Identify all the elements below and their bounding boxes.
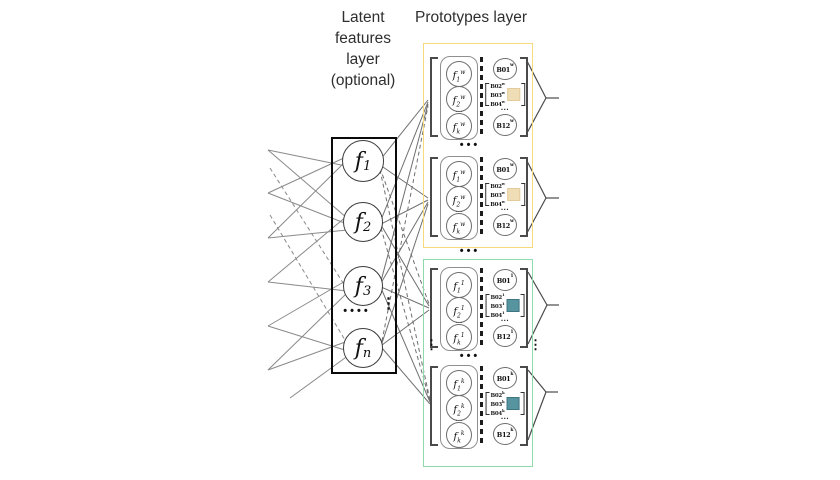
feature-nodes-panel: f1w f2w … fkw [440, 156, 478, 240]
between-boxes-dots: ••• [459, 245, 481, 257]
prototype-node: B01w [493, 58, 517, 80]
prototype-stack-row: B02k B03k B04k [485, 390, 525, 417]
feature-node: f11 [441, 272, 477, 298]
mini-left-bracket [485, 82, 490, 106]
mini-right-bracket [520, 82, 525, 106]
prototype-panel: B01w B02w B03w B04w ... B12w [485, 155, 525, 239]
feature-node: fkw [441, 113, 477, 139]
right-bracket [520, 57, 528, 137]
feature-node: f1w [441, 61, 477, 87]
feature-ellipsis: … [455, 205, 463, 214]
feature-node: fk1 [441, 324, 477, 350]
prototype-node: B12w [493, 214, 517, 236]
prototype-stack: B02w B03w B04w [490, 81, 505, 108]
prototype-stack: B021 B031 B041 [490, 292, 505, 319]
prototype-panel: B011 B021 B031 B041 ... B121 [485, 266, 525, 350]
mini-right-bracket [520, 293, 525, 317]
prototype-stack-row: B02w B03w B04w [485, 81, 525, 107]
prototype-ellipsis: ... [500, 203, 510, 212]
latent-layer-heading: Latent features layer (optional) [330, 9, 396, 89]
prototype-box-green [423, 259, 533, 467]
prototype-stack-row: B02w B03w B04w [485, 181, 525, 207]
left-bracket [430, 57, 438, 137]
feature-node: f21 [441, 297, 477, 323]
feature-node: f1k [441, 370, 477, 396]
prototype-node: B121 [493, 325, 517, 347]
prototype-group-4: f1k f2k … fkk B01k B02k B03k B04k ... B1… [427, 364, 531, 449]
left-bracket [430, 366, 438, 446]
left-bracket [430, 268, 438, 348]
dashed-divider [480, 157, 483, 237]
feature-node: fkk [441, 422, 477, 448]
prototype-ellipsis: ... [500, 314, 510, 323]
right-bracket [520, 366, 528, 446]
prototype-swatch [506, 298, 520, 312]
mini-right-bracket [520, 182, 525, 206]
prototype-box-yellow [423, 43, 533, 248]
feature-ellipsis: … [455, 105, 463, 114]
prototype-swatch [506, 87, 520, 101]
mini-right-bracket [520, 391, 525, 415]
node-label: f [354, 209, 363, 235]
prototype-node: B01k [493, 367, 517, 389]
prototype-node: B12w [493, 114, 517, 136]
latent-ellipsis-vertical: ⋮ [381, 295, 396, 312]
prototype-swatch [506, 396, 520, 410]
prototype-stack-row: B021 B031 B041 [485, 292, 525, 319]
prototype-ellipsis: ... [500, 412, 510, 421]
prototype-node: B01w [493, 158, 517, 180]
prototype-node: B011 [493, 269, 517, 291]
feature-ellipsis: … [455, 316, 463, 325]
prototype-group-2: f1w f2w … fkw B01w B02w B03w B04w ... B1… [427, 155, 531, 240]
right-bracket [520, 157, 528, 237]
feature-nodes-panel: f1k f2k … fkk [440, 365, 478, 449]
prototype-panel: B01w B02w B03w B04w ... B12w [485, 55, 525, 139]
prototype-group-3: f11 f21 … fk1 B011 B021 B031 B041 ... B1… [427, 266, 531, 351]
feature-nodes-panel: f11 f21 … fk1 [440, 267, 478, 351]
mini-left-bracket [485, 182, 490, 206]
prototype-ellipsis: ... [500, 103, 510, 112]
feature-node: f2w [441, 86, 477, 112]
prototype-group-1: f1w f2w … fkw B01w B02w B03w B04w ... B1… [427, 55, 531, 140]
prototype-panel: B01k B02k B03k B04k ... B12k [485, 364, 525, 448]
left-bracket [430, 157, 438, 237]
node-label: f [354, 148, 363, 174]
right-bracket [520, 268, 528, 348]
feature-nodes-panel: f1w f2w … fkw [440, 56, 478, 140]
feature-node: fkw [441, 213, 477, 239]
prototype-swatch [506, 187, 520, 201]
dashed-divider [480, 57, 483, 137]
prototype-node: B12k [493, 423, 517, 445]
mini-left-bracket [485, 391, 490, 415]
side-dots-left: ⋮ [425, 337, 438, 352]
side-dots-right: ⋮ [529, 337, 542, 352]
feature-node: f2k [441, 395, 477, 421]
latent-ellipsis-horizontal: •••• [343, 305, 371, 317]
prototypes-layer-heading: Prototypes layer [415, 9, 527, 26]
dashed-divider [480, 268, 483, 348]
dashed-divider [480, 366, 483, 446]
feature-node: f2w [441, 186, 477, 212]
between-groups-dots-green: ••• [459, 350, 481, 362]
between-groups-dots-yellow: ••• [459, 139, 481, 151]
feature-ellipsis: … [455, 414, 463, 423]
mini-left-bracket [485, 293, 490, 317]
node-label: f [354, 335, 363, 361]
node-label: f [354, 273, 363, 299]
feature-node: f1w [441, 161, 477, 187]
latent-features-box [331, 137, 397, 374]
prototype-stack: B02w B03w B04w [490, 181, 505, 208]
prototype-stack: B02k B03k B04k [490, 390, 505, 417]
